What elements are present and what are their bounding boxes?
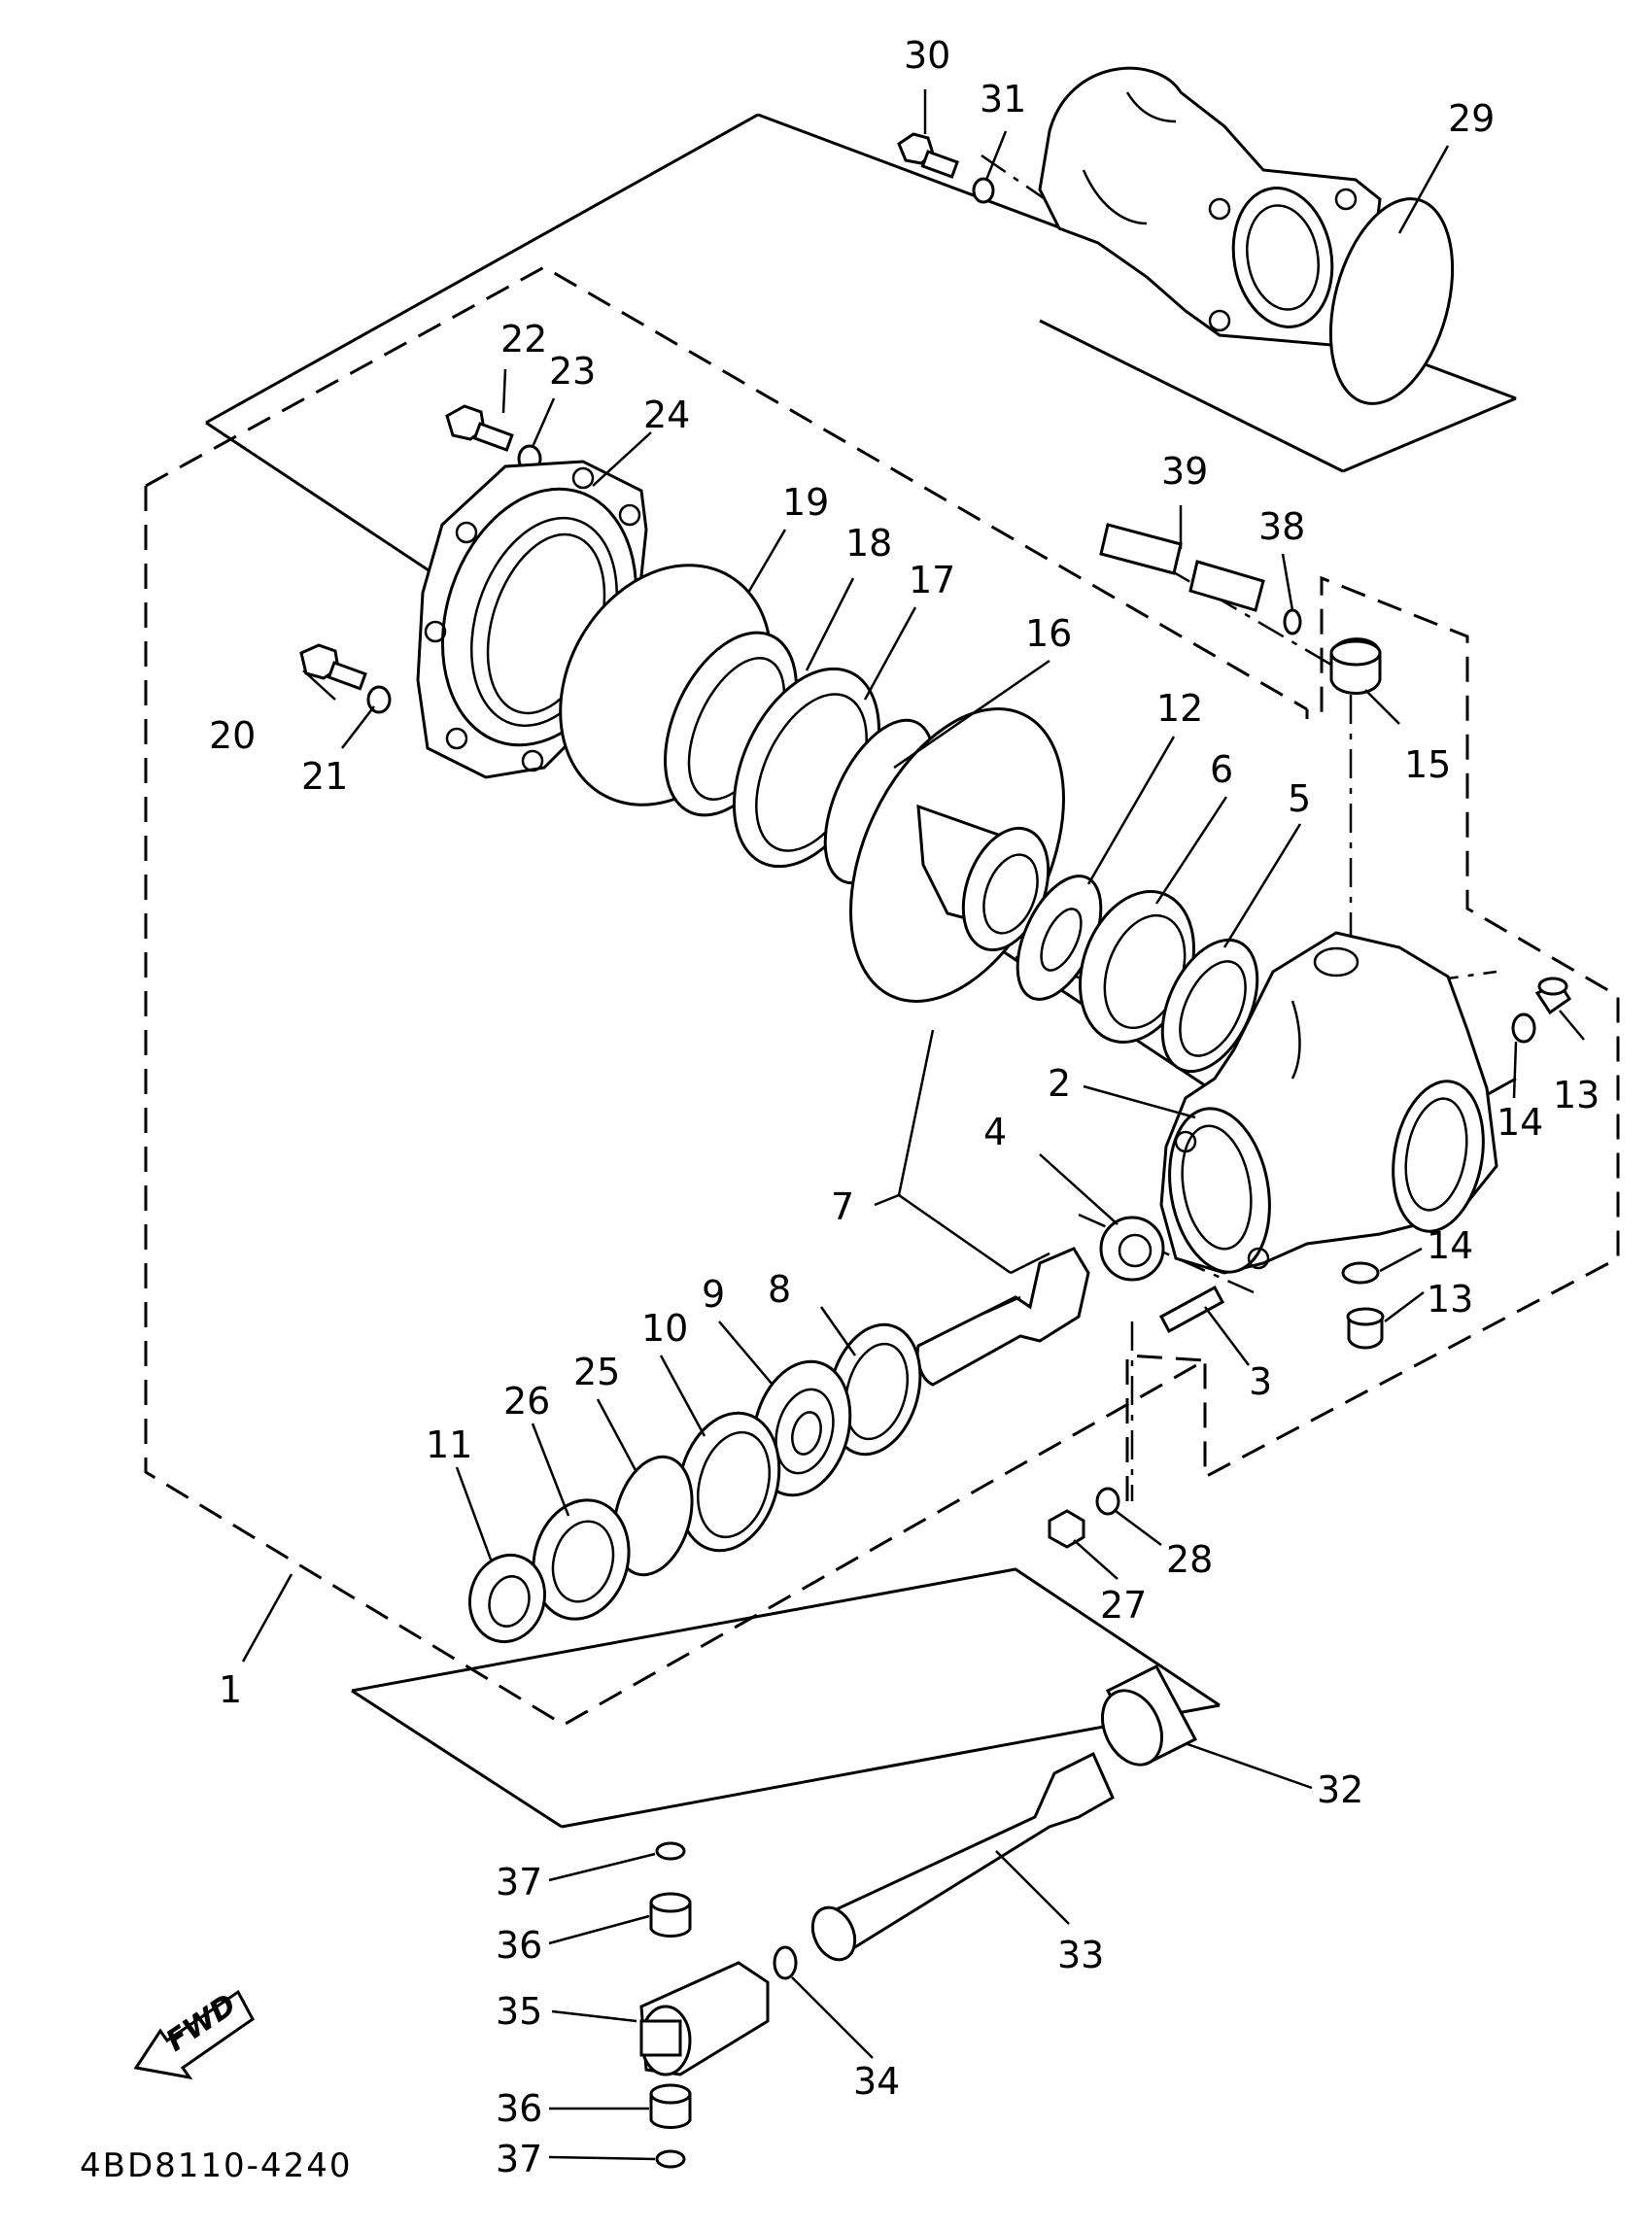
label-6: 6: [1210, 748, 1233, 791]
label-1: 1: [219, 1668, 242, 1711]
part-38-clip: [1283, 608, 1302, 635]
label-5: 5: [1288, 777, 1311, 820]
label-30: 30: [904, 34, 950, 77]
part-36-cap-top: [649, 1892, 692, 1938]
part-35-universal-joint: [639, 1961, 770, 2076]
label-26: 26: [503, 1380, 550, 1423]
label-20: 20: [209, 714, 256, 757]
label-4: 4: [983, 1111, 1007, 1153]
part-13-plug-lower: [1346, 1307, 1385, 1350]
part-21-washer: [366, 685, 392, 714]
label-38: 38: [1258, 505, 1305, 548]
label-31: 31: [980, 78, 1026, 120]
part-ring-gear: [849, 707, 1065, 1003]
part-4-bearing: [1099, 1216, 1165, 1282]
label-3: 3: [1249, 1360, 1272, 1403]
part-15-cap: [1329, 637, 1382, 695]
label-14-lower: 14: [1427, 1224, 1473, 1267]
leader-lines: [241, 89, 1585, 2161]
label-39: 39: [1161, 450, 1208, 493]
label-22: 22: [500, 318, 547, 360]
label-19: 19: [782, 481, 829, 524]
drawing-code: 4BD8110-4240: [80, 2146, 352, 2185]
label-14-upper: 14: [1497, 1101, 1543, 1144]
part-3-stud: [1158, 1285, 1225, 1334]
label-23: 23: [549, 350, 596, 393]
part-31-washer: [972, 177, 995, 204]
part-upper-housing: [1038, 66, 1382, 347]
part-2-housing: [1159, 931, 1498, 1275]
part-32-coupler: [1101, 1664, 1198, 1767]
part-22-bolt: [445, 404, 514, 452]
label-32: 32: [1317, 1768, 1363, 1811]
label-17: 17: [909, 559, 955, 601]
part-37-clip-bottom: [655, 2149, 686, 2169]
part-20-bolt: [299, 643, 367, 691]
label-35: 35: [496, 1990, 542, 2033]
label-9: 9: [702, 1273, 725, 1316]
part-36-cap-bottom: [649, 2083, 692, 2129]
part-27-nut: [1048, 1509, 1085, 1549]
part-10-nut: [676, 1411, 781, 1553]
part-30-bolt: [897, 132, 959, 179]
label-8: 8: [768, 1268, 791, 1311]
label-33: 33: [1057, 1934, 1104, 1976]
part-39-pin: [1099, 523, 1265, 612]
assembly-boundary-lines: [144, 113, 1620, 1829]
label-13-lower: 13: [1427, 1278, 1473, 1321]
part-28-washer: [1095, 1487, 1120, 1516]
part-13-plug: [1534, 977, 1572, 1015]
label-37-top: 37: [496, 1861, 542, 1904]
label-34: 34: [853, 2060, 900, 2103]
fwd-arrow-icon: FWD: [133, 1988, 255, 2080]
part-11-seal: [467, 1553, 547, 1644]
label-12: 12: [1156, 687, 1203, 730]
label-16: 16: [1025, 612, 1072, 655]
label-36-bottom: 36: [496, 2087, 542, 2130]
part-33-drive-shaft: [810, 1751, 1115, 1962]
part-25-oring: [612, 1455, 694, 1577]
label-13-upper: 13: [1553, 1074, 1600, 1116]
part-34-clip: [773, 1945, 798, 1980]
label-7: 7: [831, 1185, 854, 1228]
label-36-top: 36: [496, 1924, 542, 1967]
part-14-washer: [1511, 1012, 1536, 1044]
label-21: 21: [301, 755, 348, 798]
label-27: 27: [1100, 1584, 1147, 1627]
label-10: 10: [641, 1307, 688, 1350]
callout-labels: 30 31 29 22 23 24 19 18 17 16 12 6 5 39 …: [209, 34, 1600, 2180]
label-15: 15: [1404, 743, 1451, 786]
part-8-shim: [827, 1322, 922, 1457]
label-37-bottom: 37: [496, 2138, 542, 2180]
part-14-washer-lower: [1341, 1261, 1380, 1285]
label-28: 28: [1166, 1538, 1213, 1581]
label-25: 25: [573, 1351, 620, 1393]
label-11: 11: [426, 1424, 472, 1466]
part-37-clip-top: [655, 1841, 686, 1861]
part-26-bearing: [532, 1498, 631, 1621]
label-29: 29: [1448, 97, 1495, 140]
label-18: 18: [845, 522, 892, 565]
label-24: 24: [643, 394, 690, 436]
label-2: 2: [1048, 1062, 1071, 1105]
